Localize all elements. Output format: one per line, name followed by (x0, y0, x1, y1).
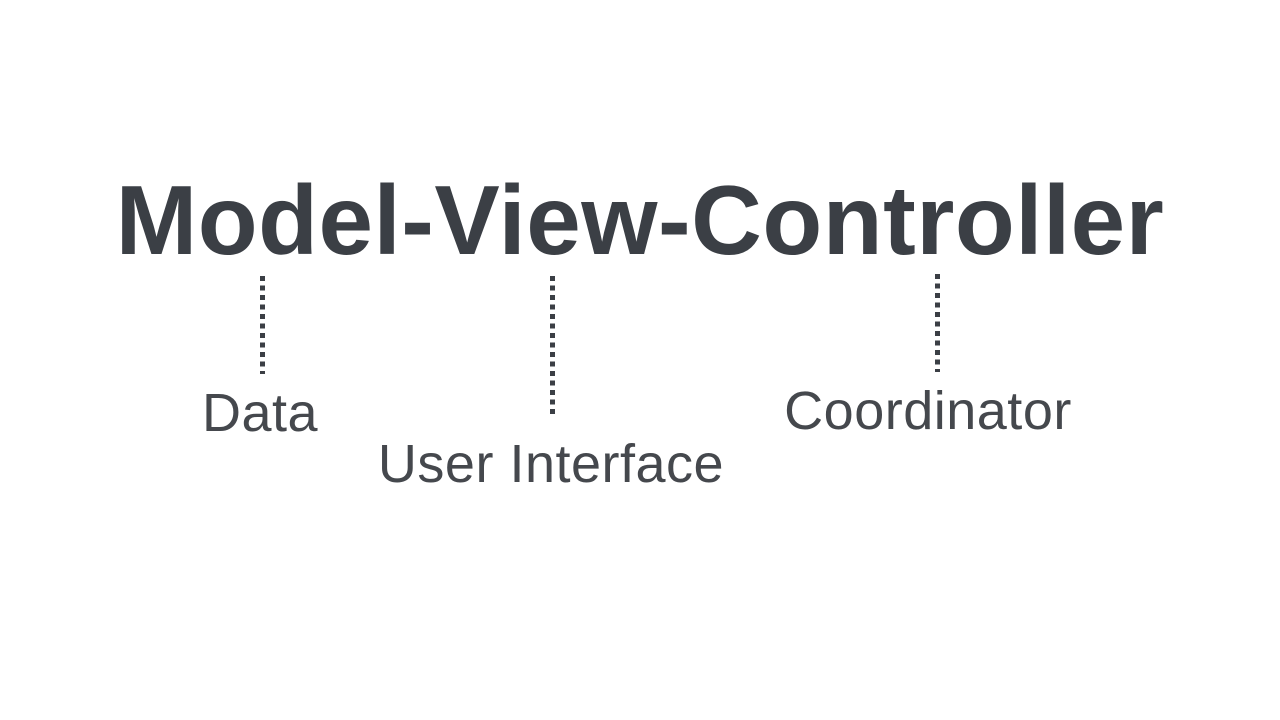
dotted-connector-view (550, 276, 555, 417)
label-view-meaning: User Interface (377, 434, 725, 494)
label-controller-meaning: Coordinator (784, 381, 1072, 441)
dotted-connector-model (260, 276, 265, 374)
dotted-connector-controller (935, 274, 940, 372)
page-title: Model-View-Controller (115, 165, 1165, 275)
label-model-meaning: Data (201, 383, 319, 443)
